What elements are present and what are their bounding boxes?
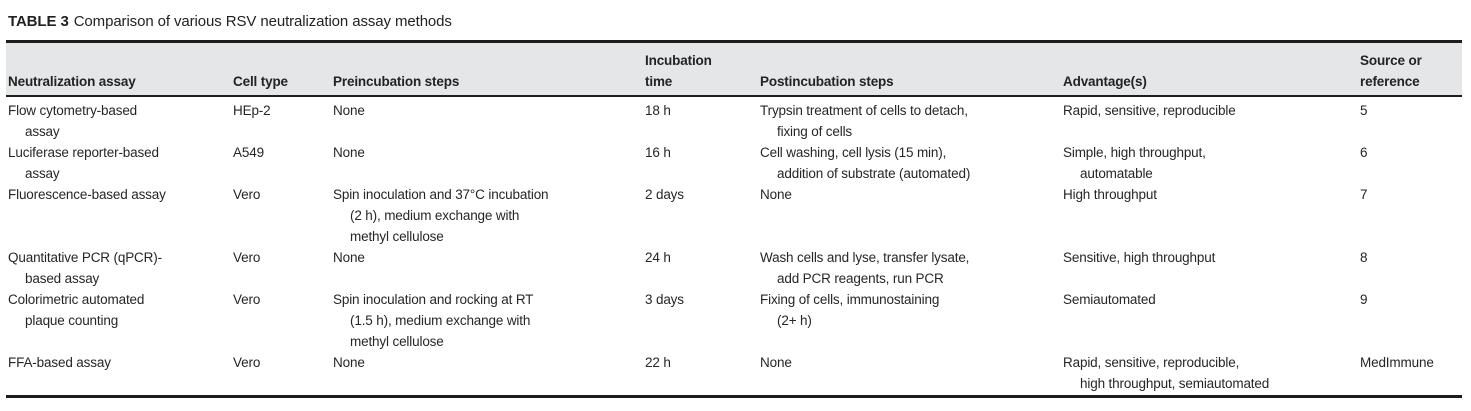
table-row: Flow cytometry-based assay HEp-2 None 18…: [6, 96, 1462, 142]
cell-source: 5: [1360, 103, 1368, 118]
cell-incubation-time: 16 h: [645, 145, 671, 160]
table-row: Luciferase reporter-based assay A549 Non…: [6, 142, 1462, 184]
cell-incubation-time: 22 h: [645, 355, 671, 370]
header-advantages: Advantage(s): [1061, 41, 1358, 97]
cell-preincubation: None: [333, 250, 365, 265]
table-row: Colorimetric automated plaque counting V…: [6, 289, 1462, 352]
cell-preincubation: None: [333, 103, 365, 118]
cell-assay: Flow cytometry-based assay: [8, 103, 138, 139]
header-postincubation-steps: Postincubation steps: [758, 41, 1061, 97]
cell-cell-type: Vero: [233, 355, 261, 370]
table-number-label: TABLE 3: [8, 13, 69, 30]
cell-source: 7: [1360, 187, 1368, 202]
header-cell-type: Cell type: [231, 41, 331, 97]
cell-cell-type: Vero: [233, 292, 261, 307]
cell-assay: Colorimetric automated plaque counting: [8, 292, 145, 328]
cell-assay: Fluorescence-based assay: [8, 187, 166, 202]
cell-postincubation: Cell washing, cell lysis (15 min), addit…: [760, 145, 971, 181]
table-row: Quantitative PCR (qPCR)- based assay Ver…: [6, 247, 1462, 289]
cell-preincubation: Spin inoculation and rocking at RT (1.5 …: [333, 292, 534, 349]
cell-advantages: Rapid, sensitive, reproducible: [1063, 103, 1236, 118]
cell-advantages: Sensitive, high throughput: [1063, 250, 1216, 265]
table-caption-text: Comparison of various RSV neutralization…: [73, 13, 452, 30]
cell-postincubation: None: [760, 187, 792, 202]
cell-source: 6: [1360, 145, 1368, 160]
cell-postincubation: Fixing of cells, immunostaining (2+ h): [760, 292, 940, 328]
cell-cell-type: A549: [233, 145, 264, 160]
table-body: Flow cytometry-based assay HEp-2 None 18…: [6, 96, 1462, 397]
cell-postincubation: Wash cells and lyse, transfer lysate, ad…: [760, 250, 970, 286]
header-preincubation-steps: Preincubation steps: [331, 41, 643, 97]
table-row: FFA-based assay Vero None 22 h None Rapi…: [6, 352, 1462, 397]
cell-source: 8: [1360, 250, 1368, 265]
cell-postincubation: None: [760, 355, 792, 370]
cell-assay: Quantitative PCR (qPCR)- based assay: [8, 250, 162, 286]
cell-preincubation: None: [333, 145, 365, 160]
cell-incubation-time: 2 days: [645, 187, 684, 202]
cell-advantages: Rapid, sensitive, reproducible, high thr…: [1063, 355, 1270, 391]
header-row: Neutralization assay Cell type Preincuba…: [6, 41, 1462, 97]
header-incubation-time: Incubation time: [643, 41, 758, 97]
cell-advantages: Semiautomated: [1063, 292, 1156, 307]
header-source-reference: Source or reference: [1358, 41, 1462, 97]
table-header: Neutralization assay Cell type Preincuba…: [6, 41, 1462, 97]
cell-incubation-time: 3 days: [645, 292, 684, 307]
cell-advantages: High throughput: [1063, 187, 1157, 202]
cell-cell-type: HEp-2: [233, 103, 271, 118]
cell-cell-type: Vero: [233, 187, 261, 202]
cell-assay: FFA-based assay: [8, 355, 111, 370]
cell-assay: Luciferase reporter-based assay: [8, 145, 159, 181]
assay-comparison-table: Neutralization assay Cell type Preincuba…: [6, 40, 1462, 398]
cell-preincubation: None: [333, 355, 365, 370]
cell-incubation-time: 24 h: [645, 250, 671, 265]
cell-postincubation: Trypsin treatment of cells to detach, fi…: [760, 103, 968, 139]
cell-preincubation: Spin inoculation and 37°C incubation (2 …: [333, 187, 549, 244]
cell-source: MedImmune: [1360, 355, 1434, 370]
table-row: Fluorescence-based assay Vero Spin inocu…: [6, 184, 1462, 247]
cell-cell-type: Vero: [233, 250, 261, 265]
cell-advantages: Simple, high throughput, automatable: [1063, 145, 1206, 181]
cell-source: 9: [1360, 292, 1368, 307]
cell-incubation-time: 18 h: [645, 103, 671, 118]
header-neutralization-assay: Neutralization assay: [6, 41, 231, 97]
